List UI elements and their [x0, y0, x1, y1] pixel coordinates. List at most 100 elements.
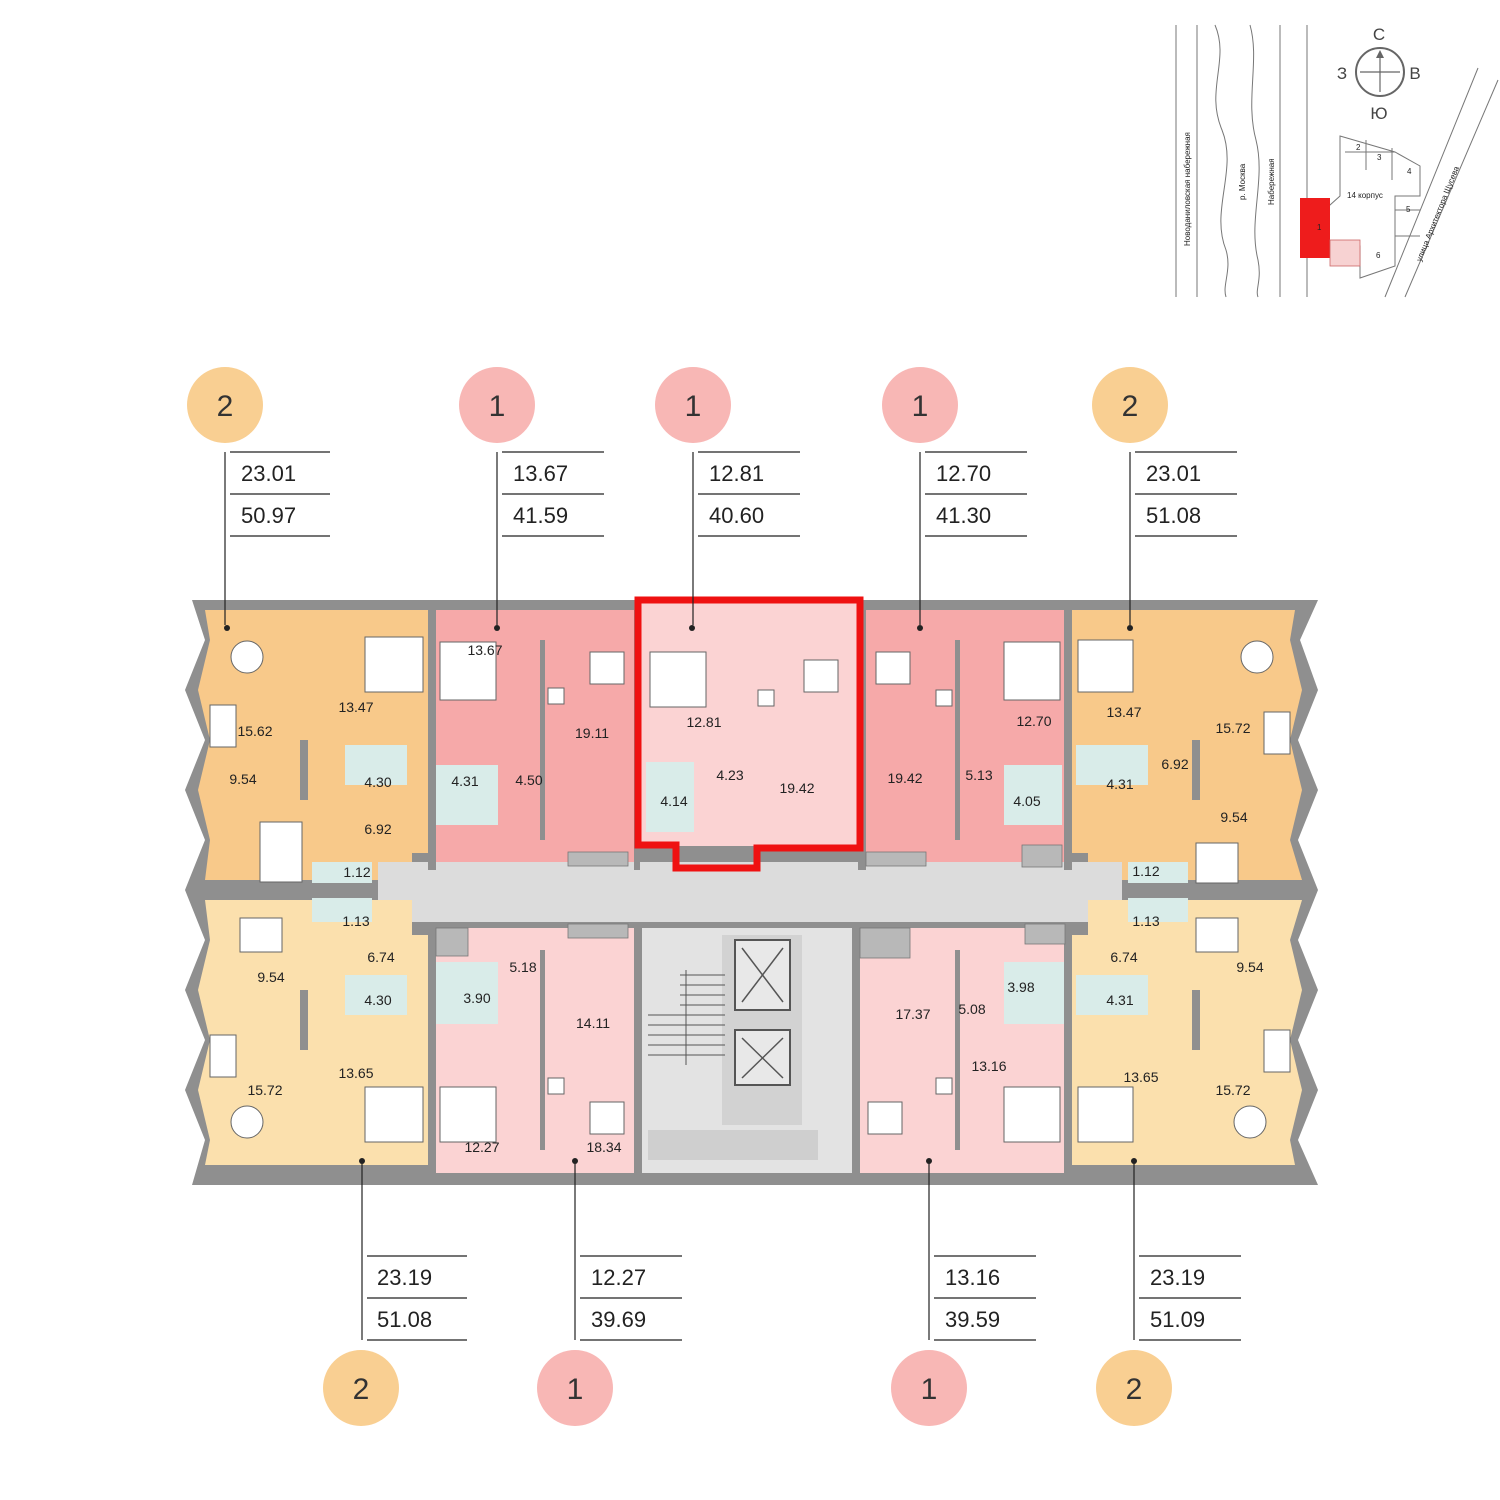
room-area: 4.30	[364, 992, 391, 1008]
rooms-count: 2	[217, 390, 234, 423]
rooms-count: 2	[1126, 1373, 1143, 1406]
rooms-count: 2	[353, 1373, 370, 1406]
room-area: 6.74	[1110, 949, 1137, 965]
rooms-badge[interactable]	[882, 367, 958, 443]
rooms-badge[interactable]	[187, 367, 263, 443]
compass-north: С	[1373, 25, 1385, 44]
room-area: 19.42	[887, 770, 922, 786]
living-area: 13.16	[945, 1265, 1000, 1290]
rooms-badge[interactable]	[323, 1350, 399, 1426]
rooms-count: 2	[1122, 390, 1139, 423]
room-area: 1.13	[342, 913, 369, 929]
living-area: 13.67	[513, 461, 568, 486]
room-area: 13.67	[467, 642, 502, 658]
room-area: 13.47	[338, 699, 373, 715]
room-area: 13.16	[971, 1058, 1006, 1074]
room-area: 5.08	[958, 1001, 985, 1017]
street-label-2: р. Москва	[1238, 163, 1247, 200]
room-areas-top-right: 13.47 15.72 4.31 6.92 9.54 1.12	[1106, 704, 1250, 879]
room-area: 5.13	[965, 767, 992, 783]
rooms-badge[interactable]	[655, 367, 731, 443]
room-area: 9.54	[257, 969, 284, 985]
room-areas-top: 15.62 13.47 4.30 9.54 6.92 1.12 13.67 4.…	[229, 642, 1051, 880]
room-area: 1.12	[1132, 863, 1159, 879]
living-area: 23.01	[1146, 461, 1201, 486]
room-area: 6.74	[367, 949, 394, 965]
callouts-top: 2 23.01 50.97 1 13.67 41.59 1 12.81 40.6…	[187, 367, 1237, 625]
room-area: 4.14	[660, 793, 687, 809]
rooms-badge[interactable]	[537, 1350, 613, 1426]
total-area: 39.69	[591, 1307, 646, 1332]
rooms-count: 1	[489, 390, 506, 423]
room-area: 15.72	[1215, 1082, 1250, 1098]
room-area: 12.81	[686, 714, 721, 730]
room-area: 13.47	[1106, 704, 1141, 720]
rooms-badge[interactable]	[1096, 1350, 1172, 1426]
room-area: 9.54	[1236, 959, 1263, 975]
section-6: 6	[1376, 251, 1381, 260]
room-areas-bottom: 1.13 6.74 9.54 4.30 15.72 13.65 5.18 3.9…	[247, 913, 1263, 1155]
building-highlight	[1300, 198, 1330, 258]
rooms-badge[interactable]	[891, 1350, 967, 1426]
room-area: 6.92	[1161, 756, 1188, 772]
room-area: 4.50	[515, 772, 542, 788]
room-area: 15.62	[237, 723, 272, 739]
total-area: 41.30	[936, 503, 991, 528]
total-area: 51.08	[377, 1307, 432, 1332]
living-area: 23.19	[1150, 1265, 1205, 1290]
compass-south: Ю	[1370, 104, 1387, 123]
room-area: 13.65	[1123, 1069, 1158, 1085]
total-area: 40.60	[709, 503, 764, 528]
rooms-count: 1	[567, 1373, 584, 1406]
room-area: 17.37	[895, 1006, 930, 1022]
total-area: 50.97	[241, 503, 296, 528]
room-area: 14.11	[576, 1015, 610, 1031]
corridor	[378, 862, 1122, 922]
section-2: 2	[1356, 143, 1361, 152]
room-area: 3.90	[463, 990, 490, 1006]
room-area: 19.42	[779, 780, 814, 796]
rooms-badge[interactable]	[1092, 367, 1168, 443]
room-area: 12.27	[464, 1139, 499, 1155]
section-4: 4	[1407, 167, 1412, 176]
compass-east: В	[1409, 64, 1420, 83]
rooms-count: 1	[685, 390, 702, 423]
rooms-count: 1	[921, 1373, 938, 1406]
street-label-3: Набережная	[1267, 158, 1276, 205]
room-area: 4.31	[1106, 992, 1133, 1008]
room-area: 15.72	[247, 1082, 282, 1098]
room-area: 4.30	[364, 774, 391, 790]
selected-apartment-outline	[634, 596, 864, 872]
rooms-count: 1	[912, 390, 929, 423]
room-area: 4.23	[716, 767, 743, 783]
room-area: 4.31	[1106, 776, 1133, 792]
total-area: 39.59	[945, 1307, 1000, 1332]
compass-icon	[1355, 47, 1405, 97]
street-label-4: улица Архитектора Щусева	[1415, 164, 1462, 262]
total-area: 51.08	[1146, 503, 1201, 528]
total-area: 41.59	[513, 503, 568, 528]
living-area: 12.27	[591, 1265, 646, 1290]
section-5: 5	[1406, 205, 1411, 214]
room-area: 9.54	[229, 771, 256, 787]
room-area: 5.18	[509, 959, 536, 975]
room-area: 15.72	[1215, 720, 1250, 736]
living-area: 12.70	[936, 461, 991, 486]
building-label: 14 корпус	[1347, 191, 1383, 200]
total-area: 51.09	[1150, 1307, 1205, 1332]
section-1: 1	[1317, 223, 1322, 232]
room-area: 12.70	[1016, 713, 1051, 729]
furniture	[209, 636, 1291, 1143]
room-area: 13.65	[338, 1065, 373, 1081]
living-area: 23.01	[241, 461, 296, 486]
site-map: Новоданиловская набережная р. Москва Наб…	[1175, 24, 1499, 298]
living-area: 23.19	[377, 1265, 432, 1290]
room-area: 9.54	[1220, 809, 1247, 825]
stair-elevators	[648, 939, 791, 1086]
rooms-badge[interactable]	[459, 367, 535, 443]
street-label-1: Новоданиловская набережная	[1183, 132, 1192, 246]
room-area: 4.05	[1013, 793, 1040, 809]
room-area: 4.31	[451, 773, 478, 789]
callouts-bottom: 23.19 51.08 2 12.27 39.69 1 13.16 39.59 …	[323, 1161, 1241, 1426]
